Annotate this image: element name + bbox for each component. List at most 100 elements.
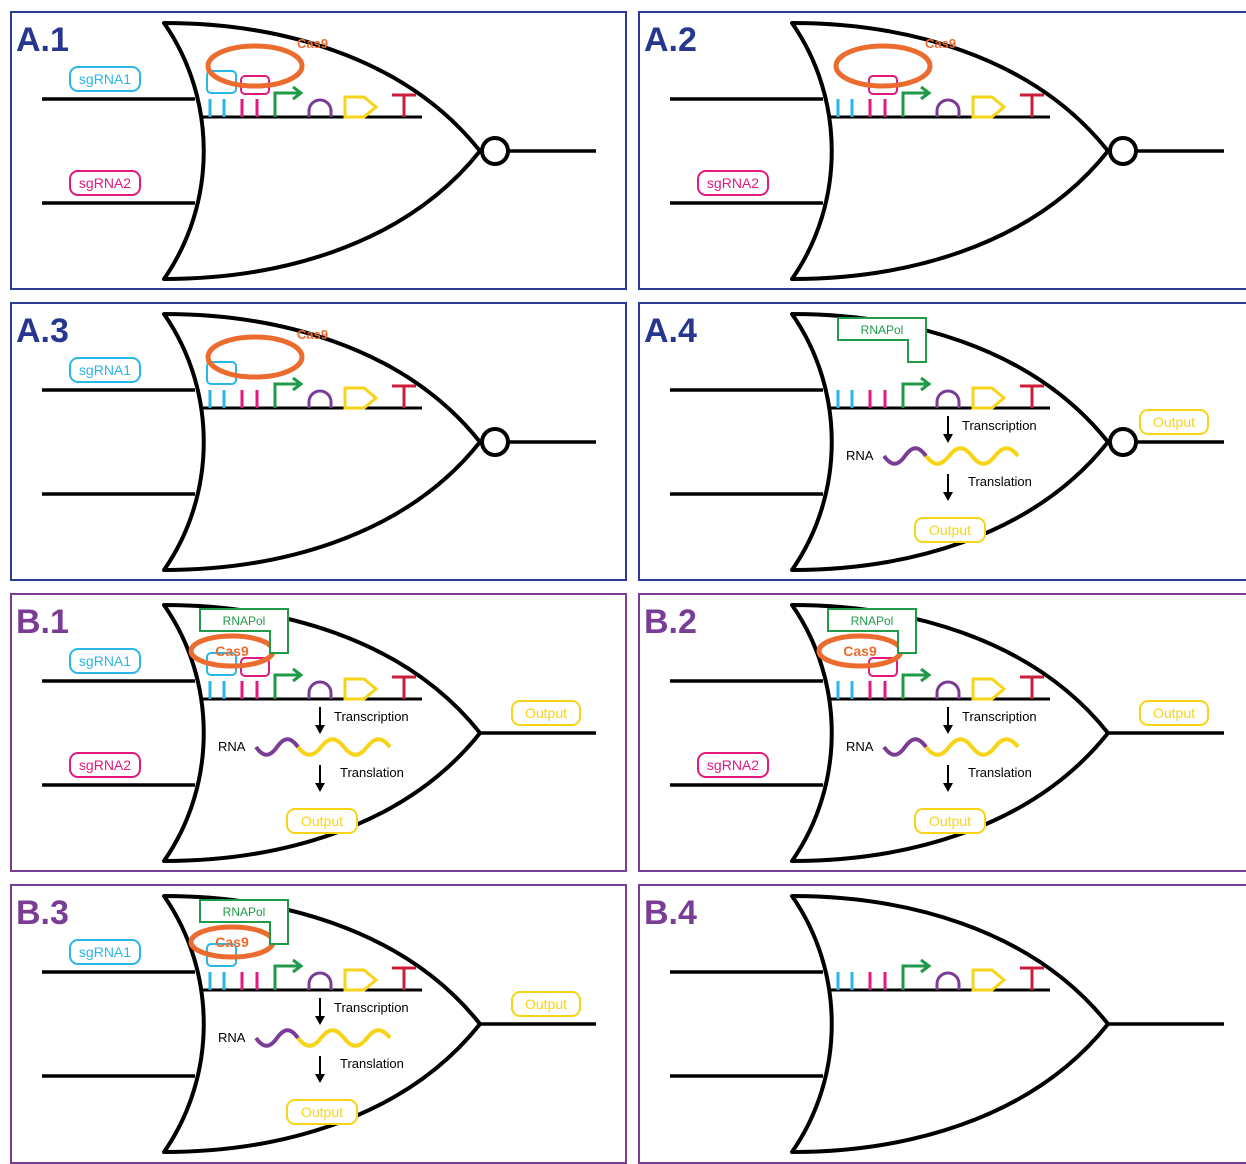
transcription-arrowhead <box>315 1016 325 1025</box>
cas9-label: Cas9 <box>215 934 249 950</box>
rna-5utr-wave <box>882 737 928 757</box>
promoter-arrowhead <box>920 376 932 392</box>
sgrna2-pill-box <box>69 752 141 778</box>
sgrna1-pill-label: sgRNA1 <box>79 71 131 87</box>
cas9-ellipse <box>205 43 305 89</box>
rna-cds-wave <box>924 446 1020 466</box>
translation-label: Translation <box>340 765 404 780</box>
translation-arrowhead <box>943 492 953 501</box>
gate-output-pill-box <box>1139 409 1209 435</box>
sgrna1-pill-box <box>69 939 141 965</box>
nor-bubble <box>480 427 510 457</box>
rna-5utr-wave <box>882 446 928 466</box>
rnapol-shape <box>827 608 917 654</box>
rbs-shape <box>307 389 333 408</box>
panel-label: B.3 <box>16 894 69 932</box>
or-gate-body <box>162 312 482 572</box>
panel-svg: B.3sgRNA1OutputCas9RNAPolTranscriptionRN… <box>16 894 596 1154</box>
rnapol-label: RNAPol <box>223 905 266 919</box>
rna-5utr-wave <box>254 737 300 757</box>
cds-shape <box>971 386 1007 410</box>
panel-label: B.1 <box>16 603 69 641</box>
promoter-arrowhead <box>292 667 304 683</box>
translation-label: Translation <box>968 474 1032 489</box>
nor-bubble <box>480 136 510 166</box>
promoter-arrow <box>273 673 299 699</box>
protein-output-pill-box <box>914 517 986 543</box>
promoter-arrow <box>273 91 299 117</box>
protein-output-pill-box <box>286 808 358 834</box>
sgrna1-pill-label: sgRNA1 <box>79 944 131 960</box>
panel-label: B.4 <box>644 894 697 932</box>
nor-bubble <box>1108 427 1138 457</box>
promoter-arrow <box>901 673 927 699</box>
gate-output-pill-box <box>1139 700 1209 726</box>
sgrna2-pill-label: sgRNA2 <box>707 757 759 773</box>
gate-output-pill-box <box>511 700 581 726</box>
or-gate-body <box>790 894 1110 1154</box>
transcription-arrowhead <box>943 434 953 443</box>
rna-label: RNA <box>846 448 874 463</box>
rnapol-label: RNAPol <box>861 323 904 337</box>
sgrna1-pill-label: sgRNA1 <box>79 653 131 669</box>
panel-svg: B.4 <box>644 894 1224 1154</box>
nor-bubble <box>1108 136 1138 166</box>
cds-shape <box>343 677 379 701</box>
sgrna1-pill-box <box>69 66 141 92</box>
cds-shape <box>343 386 379 410</box>
promoter-arrow <box>901 964 927 990</box>
sgrna2-pill-label: sgRNA2 <box>707 175 759 191</box>
gate-output-pill-label: Output <box>525 705 567 721</box>
rbs-shape <box>935 389 961 408</box>
panel-label: B.2 <box>644 603 697 641</box>
transcription-arrowhead <box>943 725 953 734</box>
rbs-shape <box>935 971 961 990</box>
promoter-arrowhead <box>920 85 932 101</box>
rnapol-label: RNAPol <box>223 614 266 628</box>
promoter-arrowhead <box>292 85 304 101</box>
rbs-shape <box>935 680 961 699</box>
sgrna1-pill-box <box>69 357 141 383</box>
or-gate-body <box>162 21 482 281</box>
panel-svg: A.4OutputRNAPolTranscriptionRNATranslati… <box>644 312 1224 572</box>
rna-label: RNA <box>846 739 874 754</box>
rna-5utr-wave <box>254 1028 300 1048</box>
rbs-shape <box>935 98 961 117</box>
promoter-arrowhead <box>920 958 932 974</box>
protein-output-pill-box <box>914 808 986 834</box>
rnapol-shape <box>199 608 289 654</box>
translation-label: Translation <box>340 1056 404 1071</box>
rna-cds-wave <box>924 737 1020 757</box>
transcription-label: Transcription <box>962 709 1037 724</box>
rbs-shape <box>307 98 333 117</box>
or-gate-body <box>790 21 1110 281</box>
cas9-label: Cas9 <box>843 643 877 659</box>
cds-shape <box>343 95 379 119</box>
promoter-arrow <box>273 964 299 990</box>
cas9-ellipse <box>205 334 305 380</box>
promoter-arrowhead <box>292 958 304 974</box>
transcription-label: Transcription <box>334 1000 409 1015</box>
translation-arrowhead <box>943 783 953 792</box>
cas9-ellipse <box>833 43 933 89</box>
rnapol-shape <box>199 899 289 945</box>
cas9-label: Cas9 <box>925 36 956 51</box>
transcription-label: Transcription <box>962 418 1037 433</box>
transcription-arrowhead <box>315 725 325 734</box>
panel-label: A.1 <box>16 21 69 59</box>
sgrna1-pill-box <box>69 648 141 674</box>
cds-shape <box>343 968 379 992</box>
rnapol-label: RNAPol <box>851 614 894 628</box>
promoter-arrowhead <box>292 376 304 392</box>
cas9-label: Cas9 <box>215 643 249 659</box>
sgrna2-pill-label: sgRNA2 <box>79 175 131 191</box>
gate-output-pill-label: Output <box>525 996 567 1012</box>
